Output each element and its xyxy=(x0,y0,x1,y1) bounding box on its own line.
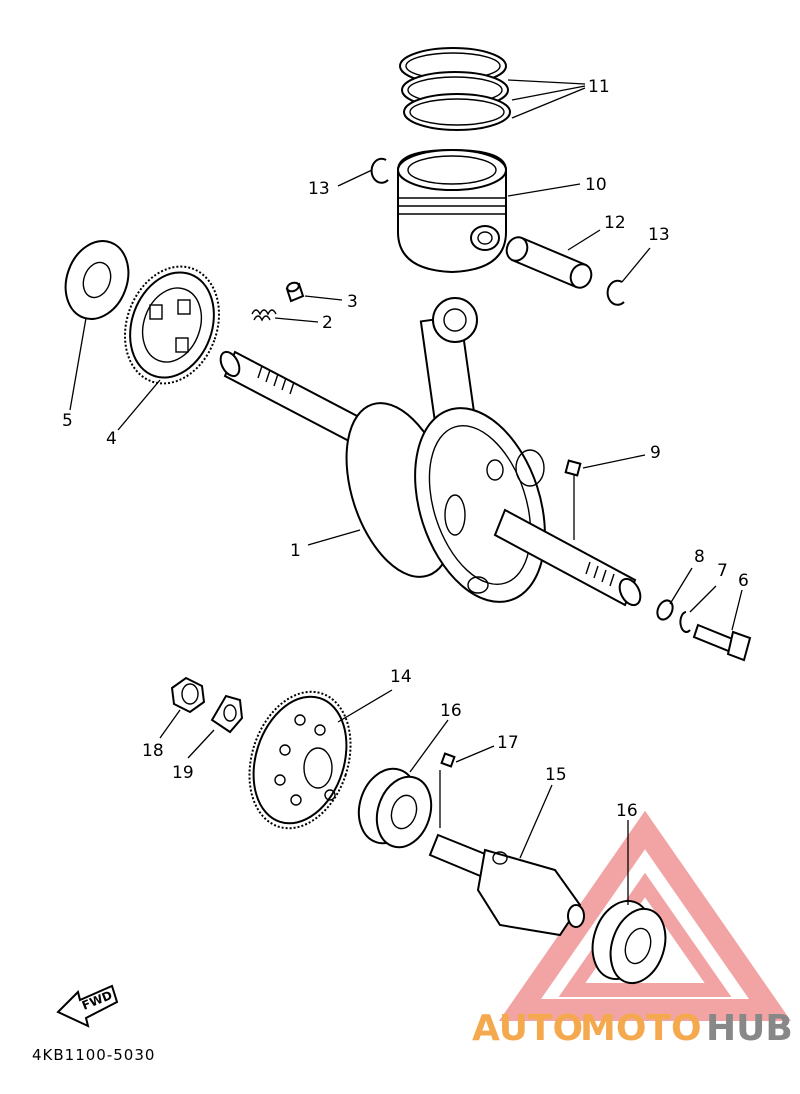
key-17 xyxy=(440,752,456,768)
piston-rings xyxy=(399,47,511,131)
callout-5: 5 xyxy=(62,411,73,431)
lock-washer xyxy=(210,694,244,734)
callout-7: 7 xyxy=(717,561,728,581)
circlip-right xyxy=(606,279,625,306)
rotor xyxy=(123,265,221,385)
callout-2: 2 xyxy=(322,313,333,333)
callout-4: 4 xyxy=(106,429,117,449)
callout-11: 11 xyxy=(588,77,610,97)
gear xyxy=(248,690,352,830)
watermark-logo: AUTO MOTO HUB xyxy=(472,1008,793,1049)
piston-pin xyxy=(505,236,593,289)
callout-labels: 1 2 3 4 5 6 7 8 9 10 11 12 13 13 14 15 1… xyxy=(62,77,749,821)
spring xyxy=(251,309,277,322)
callout-6: 6 xyxy=(738,571,749,591)
watermark-part3: HUB xyxy=(706,1008,793,1049)
bearing-right xyxy=(591,899,667,985)
watermark-part1: AUTO xyxy=(472,1008,583,1049)
callout-3: 3 xyxy=(347,292,358,312)
callout-14: 14 xyxy=(390,667,412,687)
bearing-left xyxy=(357,767,433,849)
callout-13-top: 13 xyxy=(308,179,330,199)
piston xyxy=(397,148,507,274)
callout-8: 8 xyxy=(694,547,705,567)
fwd-arrow-icon xyxy=(56,984,119,1028)
balancer-shaft xyxy=(428,833,585,937)
callout-10: 10 xyxy=(585,175,607,195)
bolt xyxy=(692,623,752,662)
callout-16-right: 16 xyxy=(616,801,638,821)
leader-lines xyxy=(69,79,743,905)
watermark-part2: MOTO xyxy=(580,1008,702,1049)
diagram-code: 4KB1100-5030 xyxy=(32,1046,155,1064)
callout-18: 18 xyxy=(142,741,164,761)
washer-plate xyxy=(64,240,130,320)
callout-13-right: 13 xyxy=(648,225,670,245)
nut xyxy=(170,676,206,714)
callout-12: 12 xyxy=(604,213,626,233)
crankshaft xyxy=(219,297,642,607)
circlip-top xyxy=(370,157,389,184)
dowel-pin xyxy=(285,281,305,303)
washer-8 xyxy=(656,599,674,621)
callout-16-left: 16 xyxy=(440,701,462,721)
callout-19: 19 xyxy=(172,763,194,783)
callout-1: 1 xyxy=(290,541,301,561)
callout-17: 17 xyxy=(497,733,519,753)
callout-15: 15 xyxy=(545,765,567,785)
callout-9: 9 xyxy=(650,443,661,463)
spring-washer-7 xyxy=(679,611,691,633)
